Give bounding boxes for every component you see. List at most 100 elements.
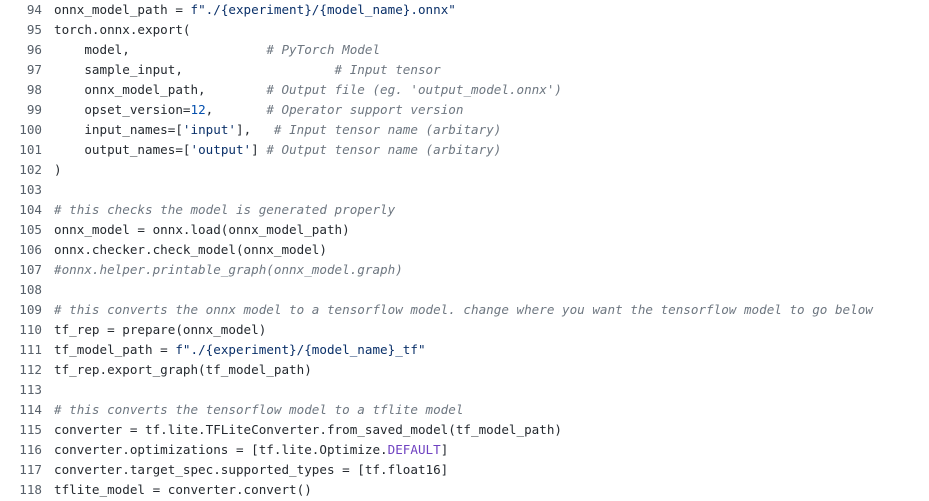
code-text: tflite_model = converter.convert() — [54, 482, 312, 497]
line-number[interactable]: 116 — [19, 442, 42, 457]
code-comment: # Input tensor — [334, 62, 441, 77]
code-line: 100 input_names=['input'], # Input tenso… — [0, 120, 929, 140]
line-number[interactable]: 108 — [19, 282, 42, 297]
code-line: 115 converter = tf.lite.TFLiteConverter.f… — [0, 420, 929, 440]
line-number[interactable]: 105 — [19, 222, 42, 237]
code-content: # this converts the onnx model to a tens… — [54, 300, 929, 320]
code-content: tf_model_path = f"./{experiment}/{model_… — [54, 340, 929, 360]
line-number[interactable]: 107 — [19, 262, 42, 277]
string-literal: f"./{experiment}/{model_name}_tf" — [175, 342, 426, 357]
line-number[interactable]: 112 — [19, 362, 42, 377]
code-line: 107 #onnx.helper.printable_graph(onnx_mod… — [0, 260, 929, 280]
code-comment: # this converts the tensorflow model to … — [54, 402, 464, 417]
code-line: 118 tflite_model = converter.convert() — [0, 480, 929, 500]
line-number[interactable]: 99 — [26, 102, 42, 117]
code-content: opset_version=12, # Operator support ver… — [54, 100, 929, 120]
line-number[interactable]: 113 — [19, 382, 42, 397]
code-line: 94 onnx_model_path = f"./{experiment}/{mo… — [0, 0, 929, 20]
code-line: 116 converter.optimizations = [tf.lite.Op… — [0, 440, 929, 460]
code-content — [54, 280, 929, 300]
code-text: tf_rep = prepare(onnx_model) — [54, 322, 267, 337]
code-content: tf_rep.export_graph(tf_model_path) — [54, 360, 929, 380]
code-line: 97 sample_input, # Input tensor — [0, 60, 929, 80]
line-number[interactable]: 115 — [19, 422, 42, 437]
code-text: converter = tf.lite.TFLiteConverter.from… — [54, 422, 562, 437]
code-content: ) — [54, 160, 929, 180]
code-line: 110 tf_rep = prepare(onnx_model) — [0, 320, 929, 340]
code-text: input_names=[ — [54, 122, 183, 137]
code-content: onnx_model_path, # Output file (eg. 'out… — [54, 80, 929, 100]
code-comment: # PyTorch Model — [266, 42, 381, 57]
line-number[interactable]: 95 — [26, 22, 42, 37]
code-content: model, # PyTorch Model — [54, 40, 929, 60]
line-number[interactable]: 106 — [19, 242, 42, 257]
code-comment: # Operator support version — [266, 102, 464, 117]
line-number[interactable]: 111 — [19, 342, 42, 357]
line-number[interactable]: 110 — [19, 322, 42, 337]
code-line: 114 # this converts the tensorflow model … — [0, 400, 929, 420]
line-number[interactable]: 109 — [19, 302, 42, 317]
code-text: converter.target_spec.supported_types = … — [54, 462, 449, 477]
string-literal: f"./{experiment}/{model_name}.onnx" — [190, 2, 456, 17]
code-content: torch.onnx.export( — [54, 20, 929, 40]
code-text: ] — [251, 142, 267, 157]
line-number[interactable]: 104 — [19, 202, 42, 217]
code-line: 99 opset_version=12, # Operator support … — [0, 100, 929, 120]
code-text: onnx_model = onnx.load(onnx_model_path) — [54, 222, 350, 237]
line-number[interactable]: 98 — [26, 82, 42, 97]
constant-name: DEFAULT — [387, 442, 441, 457]
code-comment: #onnx.helper.printable_graph(onnx_model.… — [54, 262, 403, 277]
code-line: 102) — [0, 160, 929, 180]
code-text: model, — [54, 42, 267, 57]
code-content: converter.optimizations = [tf.lite.Optim… — [54, 440, 929, 460]
code-text: output_names=[ — [54, 142, 191, 157]
code-text: sample_input, — [54, 62, 335, 77]
code-content: onnx_model_path = f"./{experiment}/{mode… — [54, 0, 929, 20]
code-content: # this converts the tensorflow model to … — [54, 400, 929, 420]
code-line: 111 tf_model_path = f"./{experiment}/{mod… — [0, 340, 929, 360]
string-literal: 'input' — [182, 122, 236, 137]
code-text: opset_version= — [54, 102, 191, 117]
code-text: ) — [54, 162, 62, 177]
code-text: converter.optimizations = [tf.lite.Optim… — [54, 442, 388, 457]
line-number[interactable]: 96 — [26, 42, 42, 57]
line-number[interactable]: 118 — [19, 482, 42, 497]
code-text: onnx_model_path, — [54, 82, 267, 97]
code-content: #onnx.helper.printable_graph(onnx_model.… — [54, 260, 929, 280]
code-content: tf_rep = prepare(onnx_model) — [54, 320, 929, 340]
code-line: 98 onnx_model_path, # Output file (eg. '… — [0, 80, 929, 100]
code-comment: # Input tensor name (arbitary) — [273, 122, 502, 137]
line-number[interactable]: 102 — [19, 162, 42, 177]
code-line: 104 # this checks the model is generated … — [0, 200, 929, 220]
code-line: 113 — [0, 380, 929, 400]
code-line: 109 # this converts the onnx model to a t… — [0, 300, 929, 320]
line-number[interactable]: 114 — [19, 402, 42, 417]
code-content — [54, 180, 929, 200]
code-content: input_names=['input'], # Input tensor na… — [54, 120, 929, 140]
line-number[interactable]: 94 — [26, 2, 42, 17]
code-content: onnx_model = onnx.load(onnx_model_path) — [54, 220, 929, 240]
code-text: onnx_model_path = — [54, 2, 191, 17]
line-number[interactable]: 101 — [19, 142, 42, 157]
code-comment: # this checks the model is generated pro… — [54, 202, 396, 217]
code-text: , — [205, 102, 267, 117]
code-text: ], — [235, 122, 274, 137]
code-comment: # Output tensor name (arbitary) — [266, 142, 502, 157]
code-line: 106 onnx.checker.check_model(onnx_model) — [0, 240, 929, 260]
code-content — [54, 380, 929, 400]
code-content: # this checks the model is generated pro… — [54, 200, 929, 220]
line-number[interactable]: 97 — [26, 62, 42, 77]
code-content: converter = tf.lite.TFLiteConverter.from… — [54, 420, 929, 440]
code-text: torch.onnx.export( — [54, 22, 191, 37]
code-line: 108 — [0, 280, 929, 300]
line-number[interactable]: 100 — [19, 122, 42, 137]
code-line: 95 torch.onnx.export( — [0, 20, 929, 40]
code-line: 96 model, # PyTorch Model — [0, 40, 929, 60]
code-content: onnx.checker.check_model(onnx_model) — [54, 240, 929, 260]
code-comment: # Output file (eg. 'output_model.onnx') — [266, 82, 563, 97]
line-number[interactable]: 103 — [19, 182, 42, 197]
code-content: output_names=['output'] # Output tensor … — [54, 140, 929, 160]
code-text: onnx.checker.check_model(onnx_model) — [54, 242, 327, 257]
line-number[interactable]: 117 — [19, 462, 42, 477]
